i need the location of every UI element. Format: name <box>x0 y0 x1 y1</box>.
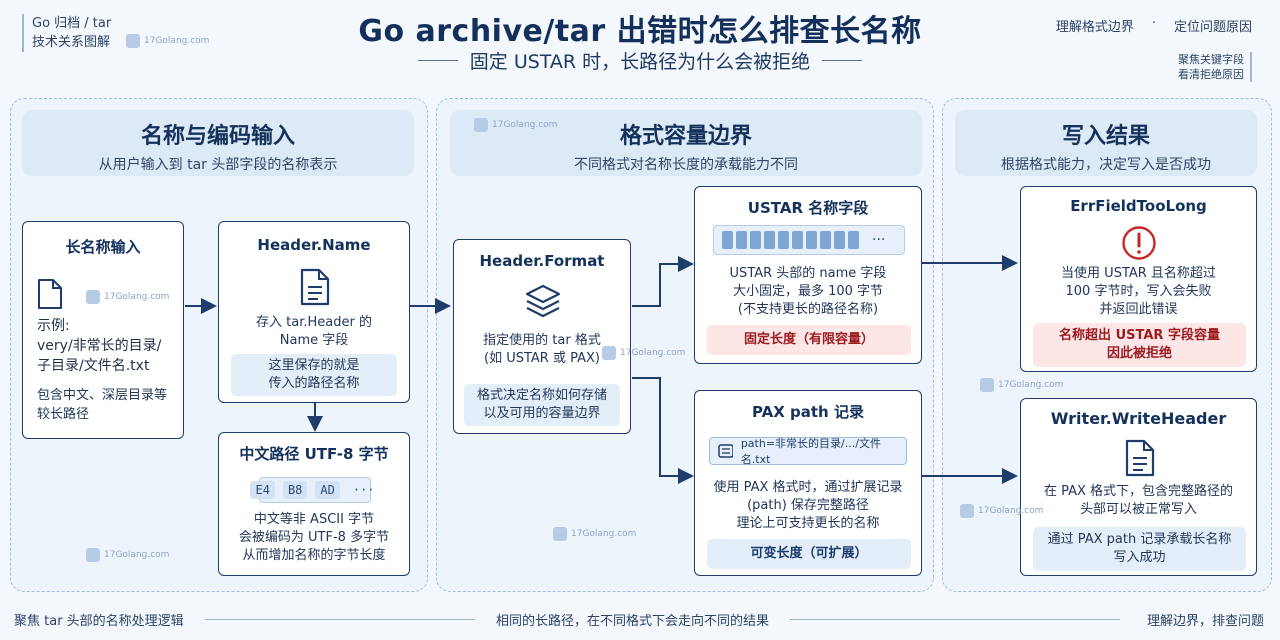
watermark: 17Golang.com <box>553 527 636 541</box>
footer-divider <box>790 619 1120 620</box>
writer-writeheader-box: Writer.WriteHeader 在 PAX 格式下，包含完整路径的 头部可… <box>1020 398 1257 576</box>
watermark: 17Golang.com <box>980 378 1063 392</box>
panel-title: 写入结果 <box>1061 124 1150 149</box>
watermark-logo-icon <box>126 34 140 48</box>
ustar-field-box: USTAR 名称字段 ··· USTAR 头部的 name 字段 大小固定，最多… <box>694 186 922 364</box>
field-cell <box>736 231 747 249</box>
byte-ellipsis: ··· <box>352 483 375 497</box>
record-icon <box>718 444 733 458</box>
panel-subtitle: 从用户输入到 tar 头部字段的名称表示 <box>98 157 338 173</box>
top-left-label: Go 归档 / tar 技术关系图解 <box>22 14 111 52</box>
ustar-field-bar: ··· <box>713 225 905 255</box>
panel-subtitle: 根据格式能力，决定写入是否成功 <box>1001 157 1211 173</box>
panel-title: 格式容量边界 <box>619 124 752 149</box>
field-cell <box>848 231 859 249</box>
box-title: 长名称输入 <box>65 238 141 256</box>
byte-sequence: E4 B8 AD ··· <box>250 477 375 503</box>
header-format-box: Header.Format 指定使用的 tar 格式 (如 USTAR 或 PA… <box>453 239 631 434</box>
document-icon <box>300 268 330 306</box>
watermark-logo-icon <box>553 527 567 541</box>
watermark-logo-icon <box>980 378 994 392</box>
watermark-logo-icon <box>474 118 488 132</box>
watermark: 17Golang.com <box>474 118 557 132</box>
pax-path-box: PAX path 记录 path=非常长的目录/.../文件名.txt 使用 P… <box>694 390 922 576</box>
header-name-note: 这里保存的就是 传入的路径名称 <box>231 354 397 396</box>
arrow-format-to-ustar <box>632 256 694 307</box>
field-cell <box>722 231 733 249</box>
topic-sublabel: 技术关系图解 <box>32 35 111 50</box>
topic-label: Go 归档 / tar <box>32 16 112 31</box>
box-title: Writer.WriteHeader <box>1050 409 1227 428</box>
err-field-too-long-box: ErrFieldTooLong 当使用 USTAR 且名称超过 100 字节时，… <box>1020 186 1257 372</box>
format-desc: 指定使用的 tar 格式 (如 USTAR 或 PAX) <box>483 333 601 366</box>
byte-cell: B8 <box>282 481 308 499</box>
rejection-note: 名称超出 USTAR 字段容量 因此被拒绝 <box>1033 323 1246 367</box>
box-title: PAX path 记录 <box>752 403 864 421</box>
layers-icon <box>525 284 561 318</box>
field-cell <box>778 231 789 249</box>
watermark-logo-icon <box>960 504 974 518</box>
document-icon <box>1125 439 1155 477</box>
top-right-note: 聚焦关键字段 看清拒绝原因 <box>1178 52 1252 82</box>
box-title: Header.Format <box>479 252 605 270</box>
divider <box>822 60 863 61</box>
header-name-desc: 存入 tar.Header 的 Name 字段 <box>256 315 372 348</box>
ustar-desc: USTAR 头部的 name 字段 大小固定，最多 100 字节 (不支持更长的… <box>729 266 887 317</box>
watermark: 17Golang.com <box>86 548 169 562</box>
format-note: 格式决定名称如何存储 以及可用的容量边界 <box>464 384 620 426</box>
watermark: 17Golang.com <box>86 290 169 304</box>
watermark-logo-icon <box>602 346 616 360</box>
field-cell <box>820 231 831 249</box>
long-name-desc: 包含中文、深层目录等 较长路径 <box>37 388 168 422</box>
panel-input-header: 名称与编码输入 从用户输入到 tar 头部字段的名称表示 <box>22 110 414 176</box>
page-subtitle: 固定 USTAR 时，长路径为什么会被拒绝 <box>380 47 900 74</box>
footer-center: 相同的长路径，在不同格式下会走向不同的结果 <box>496 614 770 629</box>
watermark: 17Golang.com <box>126 34 209 48</box>
panel-result-header: 写入结果 根据格式能力，决定写入是否成功 <box>955 110 1257 176</box>
field-ellipsis: ··· <box>872 232 886 248</box>
utf8-bytes-box: 中文路径 UTF-8 字节 E4 B8 AD ··· 中文等非 ASCII 字节… <box>218 432 410 576</box>
byte-cell: AD <box>315 481 340 499</box>
example-text: 示例: very/非常长的目录/ 子目录/文件名.txt <box>37 318 162 374</box>
watermark-logo-icon <box>86 290 100 304</box>
field-cell <box>750 231 761 249</box>
top-right-tags: 理解格式边界 · 定位问题原因 <box>1055 16 1252 35</box>
panel-format-header: 格式容量边界 不同格式对名称长度的承载能力不同 <box>450 110 922 176</box>
variable-length-tag: 可变长度（可扩展） <box>707 539 911 569</box>
field-cell <box>834 231 845 249</box>
box-title: USTAR 名称字段 <box>747 199 869 217</box>
arrow-format-to-pax <box>632 377 694 484</box>
field-cell <box>806 231 817 249</box>
box-title: Header.Name <box>257 236 371 254</box>
file-icon <box>38 279 62 309</box>
footer-right: 理解边界，排查问题 <box>1146 614 1264 629</box>
write-desc: 在 PAX 格式下，包含完整路径的 头部可以被正常写入 <box>1043 484 1234 517</box>
box-title: ErrFieldTooLong <box>1070 197 1207 215</box>
pax-desc: 使用 PAX 格式时，通过扩展记录 (path) 保存完整路径 理论上可支持更长… <box>713 480 903 531</box>
divider <box>417 60 458 61</box>
watermark: 17Golang.com <box>602 346 685 360</box>
error-icon <box>1122 226 1156 260</box>
watermark-logo-icon <box>86 548 100 562</box>
err-desc: 当使用 USTAR 且名称超过 100 字节时，写入会失败 并返回此错误 <box>1061 266 1216 317</box>
long-name-input-box: 长名称输入 示例: very/非常长的目录/ 子目录/文件名.txt 包含中文、… <box>22 221 184 439</box>
utf8-desc: 中文等非 ASCII 字节 会被编码为 UTF-8 多字节 从而增加名称的字节长… <box>238 512 390 563</box>
field-cell <box>792 231 803 249</box>
byte-cell: E4 <box>250 481 275 499</box>
panel-subtitle: 不同格式对名称长度的承载能力不同 <box>574 157 798 173</box>
footer-left: 聚焦 tar 头部的名称处理逻辑 <box>14 614 184 629</box>
header-name-box: Header.Name 存入 tar.Header 的 Name 字段 这里保存… <box>218 221 410 403</box>
footer-divider <box>205 619 475 620</box>
field-cell <box>764 231 775 249</box>
panel-title: 名称与编码输入 <box>140 124 295 149</box>
box-title: 中文路径 UTF-8 字节 <box>239 445 389 463</box>
fixed-length-tag: 固定长度（有限容量） <box>707 325 911 355</box>
write-success-note: 通过 PAX path 记录承载长名称 写入成功 <box>1033 527 1246 571</box>
page-title: Go archive/tar 出错时怎么排查长名称 <box>358 14 922 49</box>
pax-path-record: path=非常长的目录/.../文件名.txt <box>709 437 907 466</box>
watermark: 17Golang.com <box>960 504 1043 518</box>
